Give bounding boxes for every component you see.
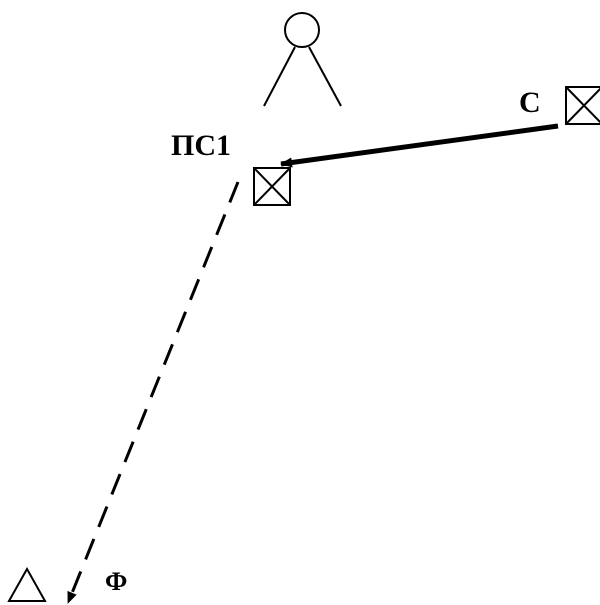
station-ps1-label: ПС1 [171,129,231,162]
point-f-label: Ф [105,567,127,596]
observer-icon [263,12,342,107]
station-ps1-box-icon [253,167,291,206]
triangle-icon [7,566,47,602]
arrow-c-to-ps1 [280,123,559,168]
arrow-ps1-to-f [66,181,240,604]
station-c-label: С [519,86,541,119]
station-c-box-icon [565,86,600,125]
